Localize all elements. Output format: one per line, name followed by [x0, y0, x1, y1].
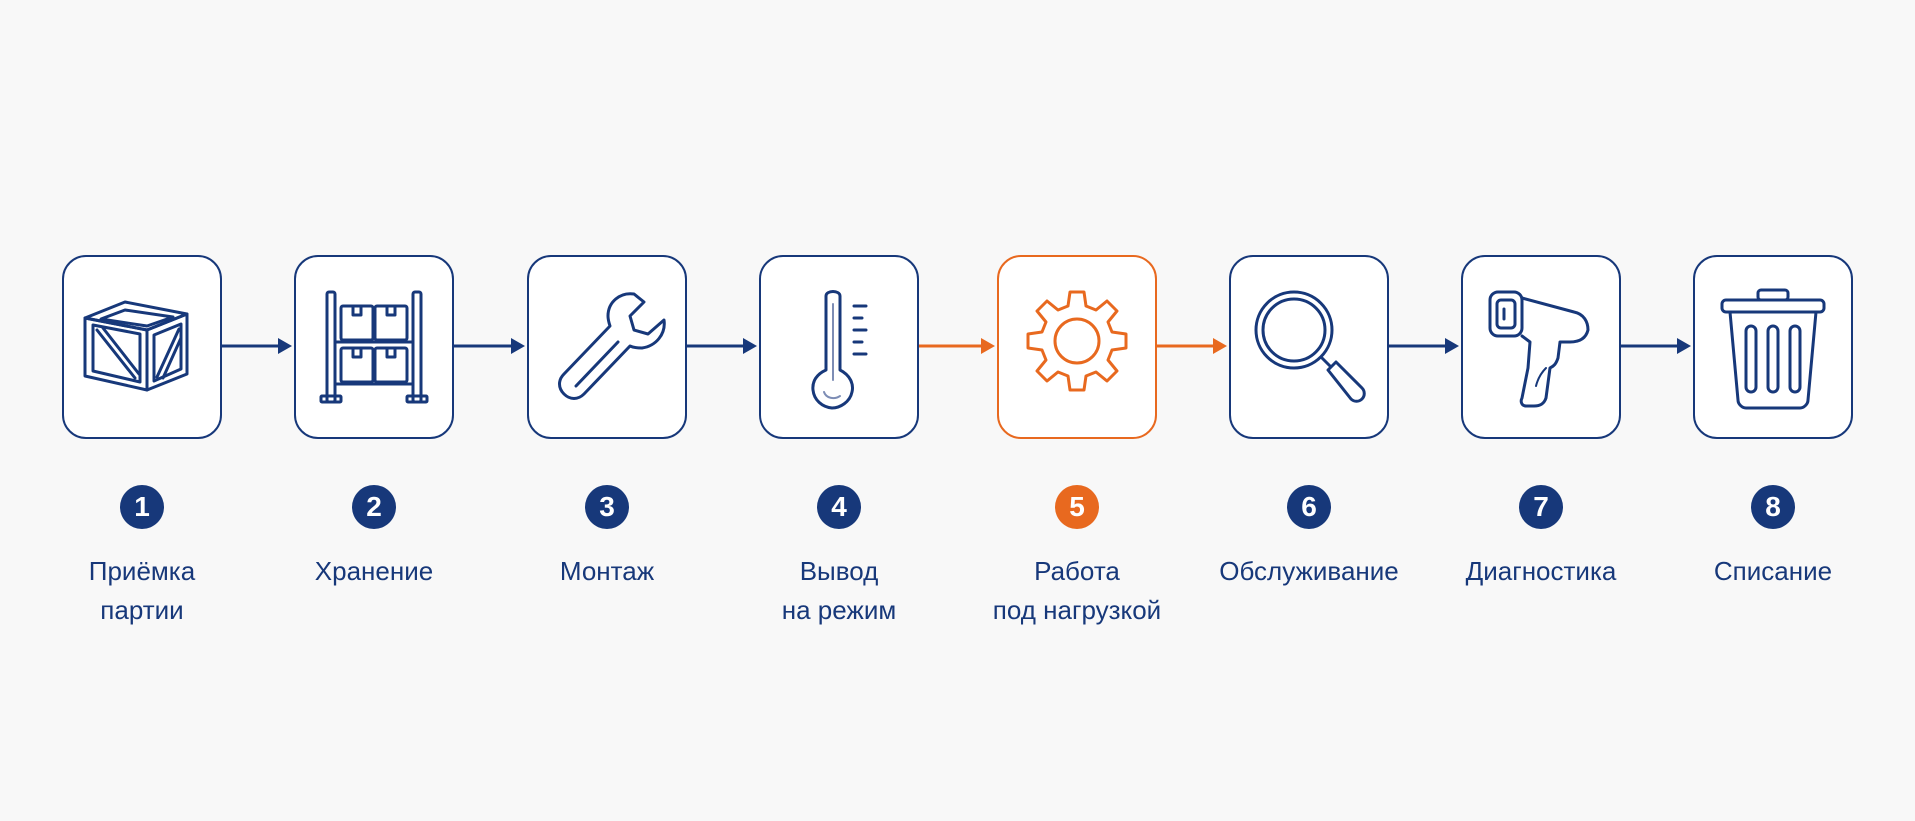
arrow-3-4 — [687, 334, 759, 358]
step-7-label-line1: Диагностика — [1465, 556, 1617, 586]
step-2-number: 2 — [352, 485, 396, 529]
step-5-number: 5 — [1055, 485, 1099, 529]
step-2-label: Хранение — [264, 552, 484, 591]
step-4-box — [759, 255, 919, 439]
gear-icon — [1026, 290, 1128, 392]
step-4-label-line1: Вывод — [799, 556, 879, 586]
step-6-number: 6 — [1287, 485, 1331, 529]
step-5-label-line2: под нагрузкой — [992, 595, 1162, 625]
step-8-number: 8 — [1751, 485, 1795, 529]
step-5-label: Работа под нагрузкой — [967, 552, 1187, 630]
step-6-box — [1229, 255, 1389, 439]
step-5-label-line1: Работа — [1034, 556, 1120, 586]
step-5-box — [997, 255, 1157, 439]
step-8-box — [1693, 255, 1853, 439]
step-8-label: Списание — [1663, 552, 1883, 591]
trash-bin-icon — [1720, 288, 1826, 410]
step-2-label-line1: Хранение — [314, 556, 434, 586]
warehouse-rack-icon — [319, 290, 429, 404]
wrench-icon — [558, 292, 666, 400]
magnifier-icon — [1254, 290, 1366, 403]
step-6-label-line1: Обслуживание — [1219, 556, 1399, 586]
arrow-5-6 — [1157, 334, 1229, 358]
step-3-label: Монтаж — [497, 552, 717, 591]
step-6-label: Обслуживание — [1199, 552, 1419, 591]
step-7-number: 7 — [1519, 485, 1563, 529]
step-7-label: Диагностика — [1431, 552, 1651, 591]
diagnostic-scanner-icon — [1488, 290, 1590, 408]
step-7-box — [1461, 255, 1621, 439]
arrow-1-2 — [222, 334, 294, 358]
step-2-box — [294, 255, 454, 439]
arrow-6-7 — [1389, 334, 1461, 358]
step-1-label-line2: партии — [100, 595, 184, 625]
step-3-number: 3 — [585, 485, 629, 529]
step-1-number: 1 — [120, 485, 164, 529]
step-8-label-line1: Списание — [1713, 556, 1833, 586]
step-1-box — [62, 255, 222, 439]
step-1-label-line1: Приёмка — [88, 556, 196, 586]
thermometer-icon — [811, 290, 868, 410]
crate-icon — [83, 300, 189, 392]
step-4-label-line2: на режим — [781, 595, 897, 625]
step-3-box — [527, 255, 687, 439]
step-3-label-line1: Монтаж — [559, 556, 655, 586]
step-4-label: Вывод на режим — [729, 552, 949, 630]
step-4-number: 4 — [817, 485, 861, 529]
arrow-7-8 — [1621, 334, 1693, 358]
arrow-4-5 — [919, 334, 997, 358]
arrow-2-3 — [454, 334, 527, 358]
step-1-label: Приёмка партии — [32, 552, 252, 630]
